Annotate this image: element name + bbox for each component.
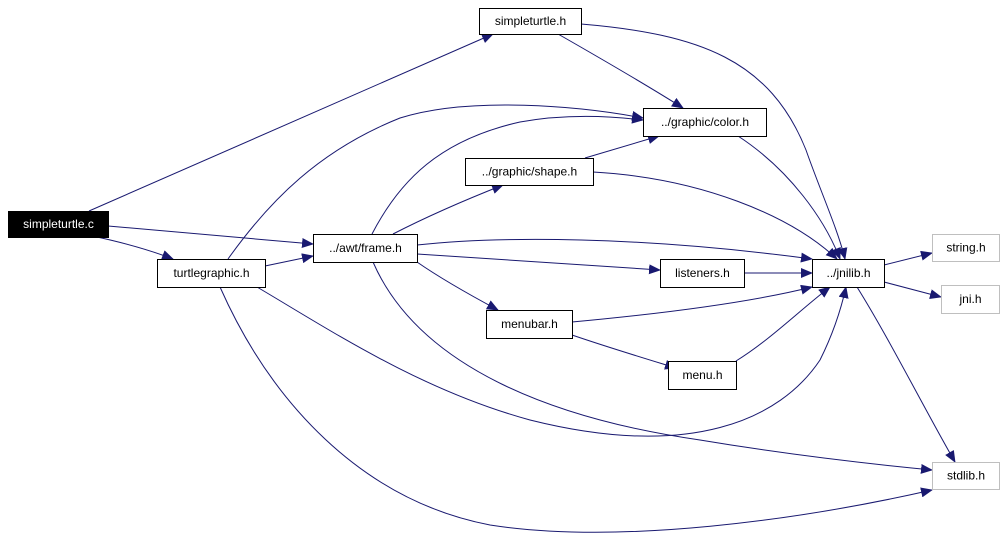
node-shape-h[interactable]: ../graphic/shape.h: [465, 158, 594, 186]
node-menubar-h[interactable]: menubar.h: [486, 310, 573, 339]
edge-frame-h-to-stdlib-h: [372, 261, 933, 474]
node-label: ../jnilib.h: [826, 266, 870, 280]
edge-menubar-h-to-jnilib-h: [571, 284, 813, 323]
edge-simpleturtle-c-to-turtlegraphic-h: [96, 236, 174, 260]
node-turtlegraphic-h[interactable]: turtlegraphic.h: [157, 259, 266, 288]
edge-shape-h-to-color-h: [584, 134, 660, 159]
edge-turtlegraphic-h-to-stdlib-h: [219, 286, 933, 533]
node-label: turtlegraphic.h: [173, 266, 249, 280]
node-box: [660, 259, 745, 288]
node-frame-h[interactable]: ../awt/frame.h: [313, 234, 418, 263]
node-menu-h[interactable]: menu.h: [668, 361, 737, 390]
edge-frame-h-to-menubar-h: [416, 261, 499, 311]
edge-jnilib-h-to-string-h: [883, 250, 933, 266]
node-box: [643, 108, 767, 137]
edge-simpleturtle-h-to-color-h: [557, 33, 684, 109]
edge-shape-h-to-jnilib-h: [592, 171, 838, 260]
node-listeners-h[interactable]: listeners.h: [660, 259, 745, 288]
node-box: [157, 259, 266, 288]
node-box: [486, 310, 573, 339]
edge-simpleturtle-c-to-frame-h: [107, 225, 314, 249]
edge-frame-h-to-color-h: [371, 113, 644, 235]
edge-turtlegraphic-h-to-frame-h: [264, 253, 314, 267]
edge-jnilib-h-to-jni-h: [883, 281, 942, 300]
edge-color-h-to-jnilib-h: [737, 135, 841, 260]
node-stdlib-h[interactable]: stdlib.h: [932, 462, 1000, 490]
node-box: [932, 234, 1000, 262]
node-label: simpleturtle.h: [495, 14, 566, 28]
node-label: ../graphic/shape.h: [482, 165, 577, 179]
node-box: [941, 285, 1000, 314]
node-label: listeners.h: [675, 266, 730, 280]
node-box: [668, 361, 737, 390]
edge-menu-h-to-jnilib-h: [735, 286, 831, 362]
node-label: menubar.h: [501, 317, 558, 331]
node-simpleturtle-h[interactable]: simpleturtle.h: [479, 8, 582, 35]
node-label: jni.h: [958, 292, 981, 306]
node-box: [313, 234, 418, 263]
edges-layer: [88, 23, 956, 533]
edge-turtlegraphic-h-to-jnilib-h: [256, 286, 849, 437]
nodes-layer: simpleturtle.c simpleturtle.h ../graphic/c…: [8, 8, 1000, 490]
node-box: [812, 259, 885, 288]
edge-frame-h-to-jnilib-h: [416, 238, 813, 263]
node-label: simpleturtle.c: [23, 217, 94, 231]
node-label: stdlib.h: [947, 469, 985, 483]
edge-frame-h-to-listeners-h: [416, 253, 661, 275]
node-box: [465, 158, 594, 186]
node-color-h[interactable]: ../graphic/color.h: [643, 108, 767, 137]
node-label: menu.h: [682, 368, 722, 382]
edge-simpleturtle-h-to-jnilib-h: [580, 23, 848, 260]
edge-simpleturtle-c-to-simpleturtle-h: [88, 33, 494, 212]
node-jni-h[interactable]: jni.h: [941, 285, 1000, 314]
edge-frame-h-to-shape-h: [392, 184, 504, 235]
node-jnilib-h[interactable]: ../jnilib.h: [812, 259, 885, 288]
node-box: [932, 462, 1000, 490]
node-label: string.h: [946, 241, 985, 255]
node-box: [479, 8, 582, 35]
node-string-h[interactable]: string.h: [932, 234, 1000, 262]
edge-jnilib-h-to-stdlib-h: [856, 286, 956, 463]
node-simpleturtle-c[interactable]: simpleturtle.c: [8, 211, 109, 238]
edge-turtlegraphic-h-to-color-h: [227, 104, 644, 260]
edge-menubar-h-to-menu-h: [571, 334, 677, 370]
node-label: ../graphic/color.h: [661, 115, 749, 129]
node-box: [8, 211, 109, 238]
node-label: ../awt/frame.h: [329, 241, 402, 255]
